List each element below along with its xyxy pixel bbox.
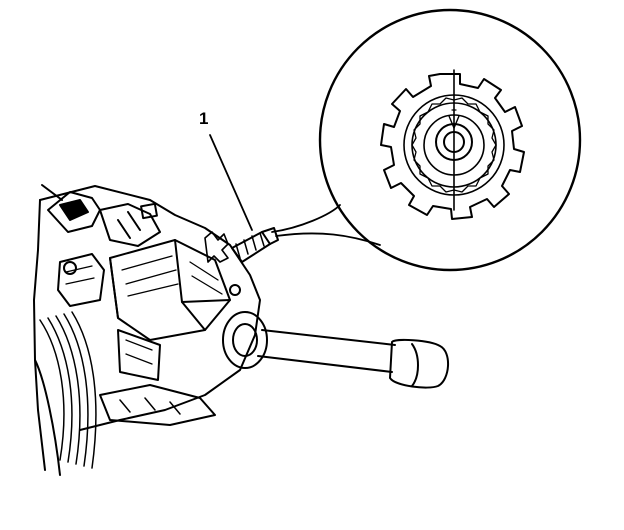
turn-signal-lever bbox=[222, 311, 449, 389]
steering-column-housing bbox=[33, 184, 261, 476]
callout-leader bbox=[209, 134, 253, 231]
detail-magnifier bbox=[318, 8, 582, 272]
sensor-component bbox=[204, 227, 279, 263]
detail-connector-lines bbox=[271, 204, 381, 246]
callout-label-1: 1 bbox=[199, 109, 209, 128]
reluctor-wheel bbox=[380, 69, 525, 220]
